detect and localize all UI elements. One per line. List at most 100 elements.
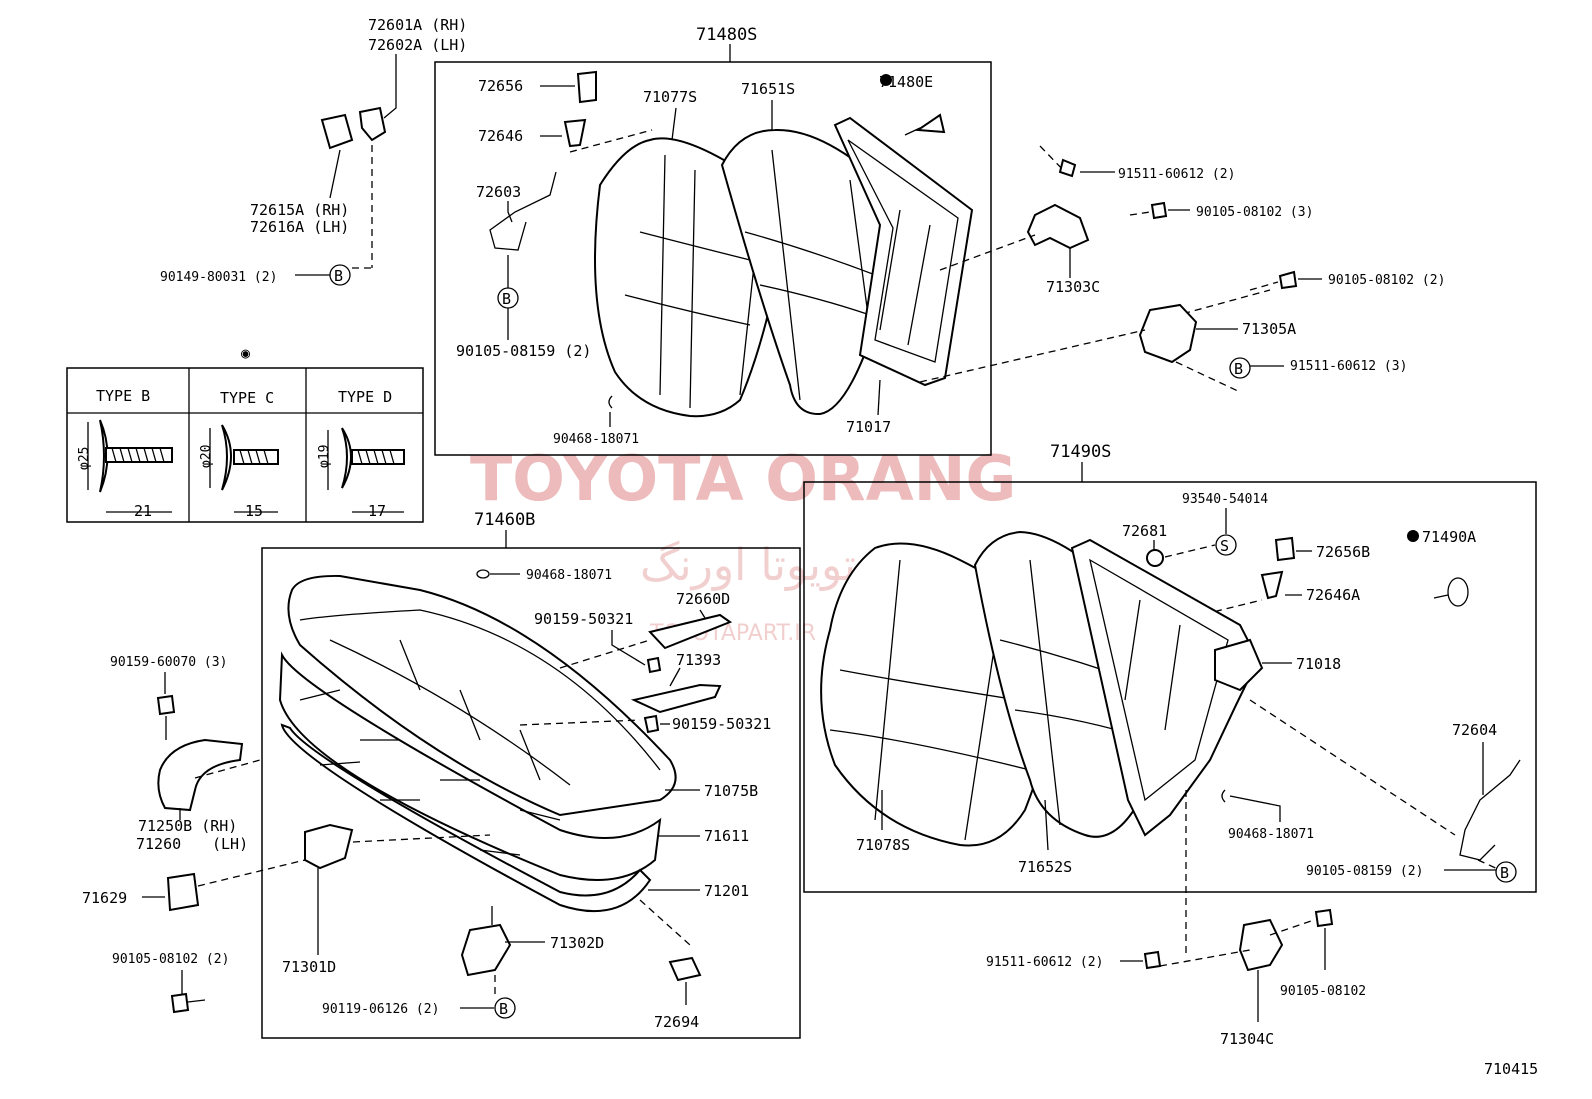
- label-90105-08102: 90105-08102 (2): [112, 952, 229, 967]
- label-71018: 71018: [1296, 655, 1341, 673]
- label-90105-08159: 90105-08159 (2): [456, 342, 591, 360]
- label-72660D: 72660D: [676, 590, 730, 608]
- lock-rod-72604: [1459, 759, 1521, 861]
- headrest-guide-72646A: [1260, 570, 1284, 600]
- group-label-71460B: 71460B: [474, 510, 535, 530]
- seatback-lh-group: 71490S: [803, 442, 1537, 893]
- seat-cushion-pad: [278, 651, 662, 881]
- headrest-guide-part: [563, 118, 587, 148]
- headrest-support-72656B: [1274, 536, 1296, 562]
- headrest-support-part: [576, 70, 597, 104]
- label-90105-08102: 90105-08102: [1280, 984, 1366, 999]
- marker-s: S: [1220, 537, 1229, 555]
- label-71651S: 71651S: [741, 80, 795, 98]
- group-label-71480S: 71480S: [696, 25, 757, 45]
- seat-cushion-parts: 90468-18071 90159-50321 72660D 71393 901…: [197, 568, 771, 1031]
- label-90159-50321: 90159-50321: [534, 610, 633, 628]
- label-90159-50321: 90159-50321: [672, 715, 771, 733]
- label-71652S: 71652S: [1018, 858, 1072, 876]
- seatback-frame-rh: [833, 116, 974, 387]
- fastener-type-table: ◉ TYPE B TYPE C TYPE D φ25 21 φ20 15: [66, 344, 424, 523]
- diagram-number: 710415: [1484, 1060, 1538, 1078]
- seatback-frame-lh: [1070, 538, 1260, 837]
- hinge-bracket-71301D: [304, 823, 354, 870]
- cover-71629: [166, 872, 200, 912]
- type-d-heading: TYPE D: [338, 388, 392, 406]
- type-b-heading: TYPE B: [96, 387, 150, 405]
- label-93540-54014: 93540-54014: [1182, 492, 1268, 507]
- label-90468-18071: 90468-18071: [1228, 827, 1314, 842]
- type-c-diameter: φ20: [199, 445, 214, 468]
- marker-b: B: [1234, 360, 1243, 378]
- cushion-group: 71460B: [261, 510, 801, 1039]
- hinge-bracket-part: [358, 106, 387, 142]
- type-b-diameter: φ25: [77, 447, 92, 470]
- label-71490A: 71490A: [1422, 528, 1476, 546]
- marker-b: B: [334, 267, 343, 285]
- recliner-hinge-parts: 91511-60612 (2) 90105-08102 (3) 71303C 9…: [919, 145, 1445, 393]
- marker-b: B: [502, 290, 511, 308]
- label-72681: 72681: [1122, 522, 1167, 540]
- seatback-rh-parts: 72656 72646 72603 B 90105-08159 (2) 7107…: [456, 70, 974, 447]
- label-72646: 72646: [478, 127, 523, 145]
- type-d-length: 17: [368, 502, 386, 520]
- seatback-lh-parts: 93540-54014 S 72681 72656B 72646A 71490A…: [820, 492, 1521, 883]
- label-71078S: 71078S: [856, 836, 910, 854]
- hinge-bracket-71302D: [460, 923, 512, 977]
- seat-cushion-frame: [280, 723, 652, 913]
- label-90468-18071: 90468-18071: [553, 432, 639, 447]
- label-72656B: 72656B: [1316, 543, 1370, 561]
- type-d-diameter: φ19: [317, 445, 332, 468]
- type-c-heading: TYPE C: [220, 389, 274, 407]
- type-c-length: 15: [245, 502, 263, 520]
- cushion-bracket-72660D: [648, 613, 733, 650]
- label-90105-08102: 90105-08102 (2): [1328, 273, 1445, 288]
- lower-hinge-parts: 71304C 90105-08102 91511-60612 (2): [986, 790, 1366, 1048]
- label-71304C: 71304C: [1220, 1030, 1274, 1048]
- label-71075B: 71075B: [704, 782, 758, 800]
- label-71017: 71017: [846, 418, 891, 436]
- label-72656: 72656: [478, 77, 523, 95]
- label-71302D: 71302D: [550, 934, 604, 952]
- recliner-cover-71303C: [1026, 203, 1090, 250]
- label-71250B: 71250B (RH): [138, 817, 237, 835]
- label-90105-08102: 90105-08102 (3): [1196, 205, 1313, 220]
- label-72604: 72604: [1452, 721, 1497, 739]
- label-71201: 71201: [704, 882, 749, 900]
- label-71611: 71611: [704, 827, 749, 845]
- label-71305A: 71305A: [1242, 320, 1296, 338]
- label-71077S: 71077S: [643, 88, 697, 106]
- label-91511-60612: 91511-60612 (3): [1290, 359, 1407, 374]
- group-label-71490S: 71490S: [1050, 442, 1111, 462]
- label-90105-08159: 90105-08159 (2): [1306, 864, 1423, 879]
- label-72616A: 72616A (LH): [250, 218, 349, 236]
- label-71303C: 71303C: [1046, 278, 1100, 296]
- label-72601A: 72601A (RH): [368, 16, 467, 34]
- type-d-clip: φ19 17: [317, 427, 405, 520]
- label-72646A: 72646A: [1306, 586, 1360, 604]
- cushion-hook-71393: [630, 683, 722, 714]
- cushion-side-parts: 90159-60070 (3) 71250B (RH) 71260 (LH) 7…: [82, 655, 261, 1014]
- label-90119-06126: 90119-06126 (2): [322, 1002, 439, 1017]
- marker-b: B: [1500, 864, 1509, 882]
- cover-72694: [668, 956, 702, 982]
- table-marker: ◉: [241, 344, 250, 362]
- label-91511-60612: 91511-60612 (2): [1118, 167, 1235, 182]
- label-71629: 71629: [82, 889, 127, 907]
- label-71301D: 71301D: [282, 958, 336, 976]
- type-c-clip: φ20 15: [199, 424, 279, 520]
- seat-cushion-cover: [287, 574, 677, 817]
- label-72603: 72603: [476, 183, 521, 201]
- lock-rod-part: [489, 171, 557, 251]
- label-72694: 72694: [654, 1013, 699, 1031]
- label-71480E: 71480E: [879, 73, 933, 91]
- seatback-rh-group: 71480S: [434, 25, 992, 456]
- label-90468-18071: 90468-18071: [526, 568, 612, 583]
- label-72602A: 72602A (LH): [368, 36, 467, 54]
- label-71393: 71393: [676, 651, 721, 669]
- type-b-length: 21: [134, 502, 152, 520]
- label-91511-60612: 91511-60612 (2): [986, 955, 1103, 970]
- label-72615A: 72615A (RH): [250, 201, 349, 219]
- label-90149-80031: 90149-80031 (2): [160, 270, 277, 285]
- marker-b: B: [499, 1000, 508, 1018]
